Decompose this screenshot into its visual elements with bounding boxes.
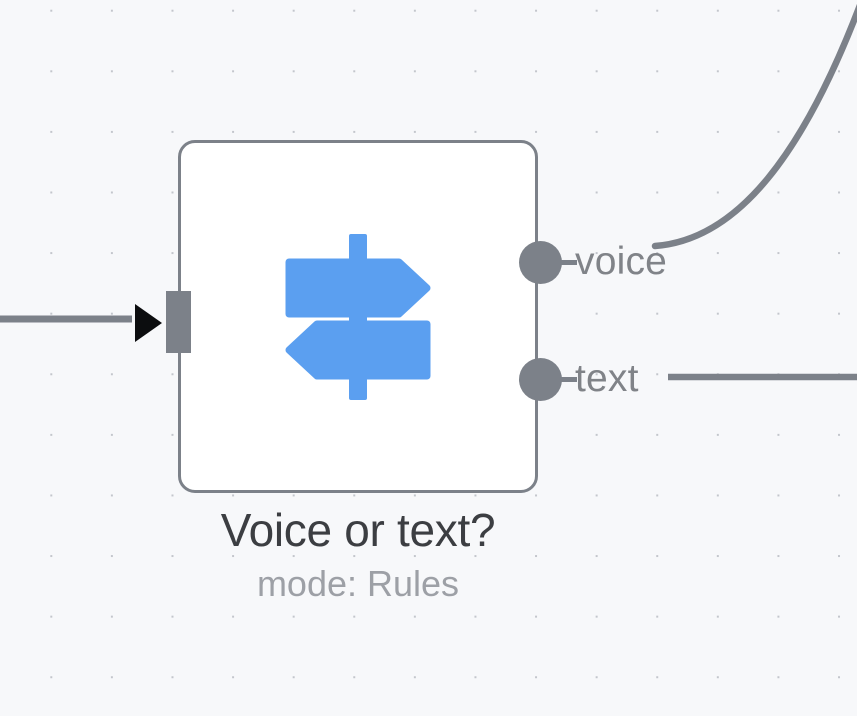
input-port-handle[interactable]	[166, 291, 191, 353]
output-port-voice-stub	[561, 260, 577, 265]
node-voice-or-text[interactable]: voice text Voice or text? mode: Rules	[135, 140, 667, 604]
output-port-text-label: text	[575, 357, 639, 400]
output-port-voice-label: voice	[575, 240, 668, 283]
output-port-text[interactable]	[519, 358, 562, 401]
node-body[interactable]: voice text	[135, 140, 667, 493]
node-caption: Voice or text? mode: Rules	[86, 503, 630, 605]
input-arrow-icon	[135, 304, 162, 342]
node-title: Voice or text?	[220, 504, 496, 556]
signpost-icon	[285, 233, 431, 400]
output-port-text-stub	[561, 377, 577, 382]
voice-outgoing-edge[interactable]	[651, 0, 857, 250]
node-subtitle: mode: Rules	[256, 563, 460, 604]
output-port-voice[interactable]	[519, 241, 562, 284]
